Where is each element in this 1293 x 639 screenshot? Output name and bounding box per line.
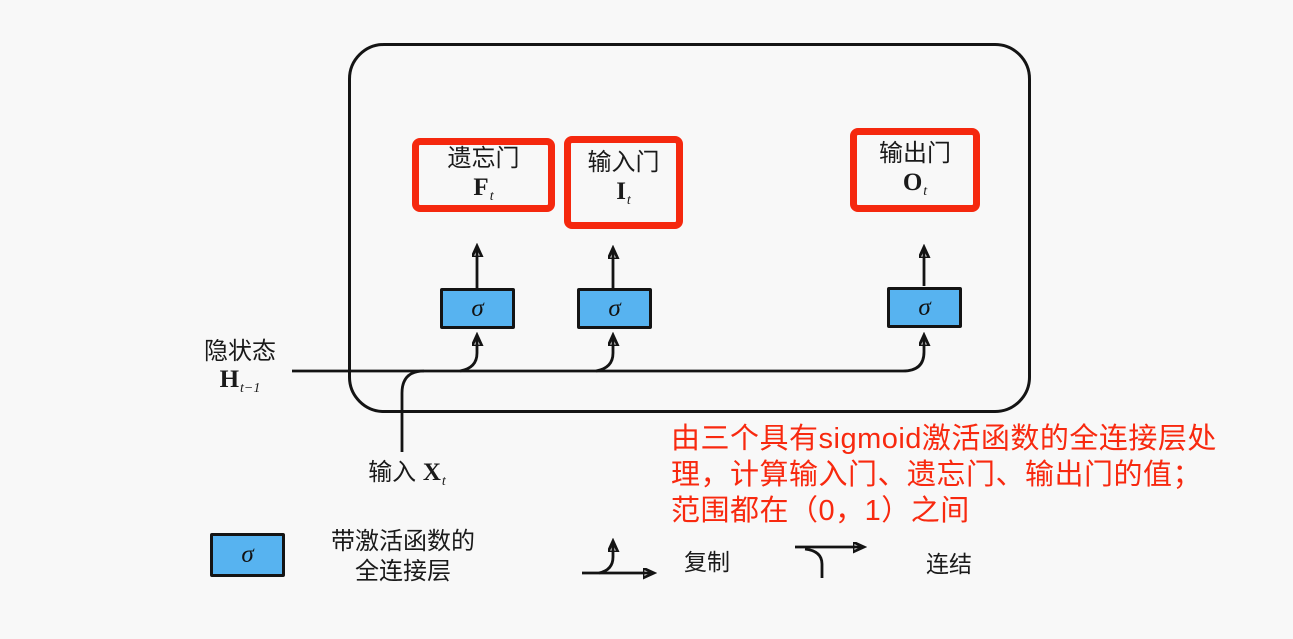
annotation-text: 由三个具有sigmoid激活函数的全连接层处 理，计算输入门、遗忘门、输出门的值…: [671, 421, 1293, 529]
input-text: 输入: [368, 459, 417, 486]
hidden-state-wire: [292, 338, 924, 373]
lstm-cell-boundary: [348, 43, 1031, 413]
input-gate-symbol: It: [616, 178, 631, 208]
concat-glyph-tail: [804, 547, 824, 578]
forget-gate-symbol: Ft: [473, 174, 494, 204]
output-gate-box: 输出门 Ot: [850, 128, 980, 212]
input-label: 输入 Xt: [352, 452, 462, 491]
copy-glyph-branch: [598, 544, 613, 575]
output-gate-symbol: Ot: [902, 169, 928, 199]
sigma-box-2: σ: [577, 288, 652, 329]
sigma-box-3: σ: [887, 287, 962, 328]
legend-copy-label: 复制: [684, 549, 730, 575]
legend-concat-label: 连结: [926, 551, 972, 577]
branch-to-sigma2: [595, 338, 613, 373]
hidden-state-label: 隐状态 Ht−1: [188, 337, 292, 398]
hidden-state-text: 隐状态: [204, 338, 276, 365]
branch-to-sigma1: [459, 338, 477, 373]
annotation-line-1: 由三个具有sigmoid激活函数的全连接层处: [671, 423, 1217, 455]
input-gate-box: 输入门 It: [564, 136, 683, 229]
hidden-state-symbol: Ht−1: [219, 366, 261, 396]
forget-gate-box: 遗忘门 Ft: [412, 138, 555, 212]
annotation-line-2: 理，计算输入门、遗忘门、输出门的值；: [671, 459, 1203, 491]
input-gate-label: 输入门: [587, 149, 660, 176]
forget-gate-label: 遗忘门: [447, 145, 520, 172]
legend-fc-layer-label: 带激活函数的 全连接层: [331, 528, 475, 585]
output-gate-label: 输出门: [879, 140, 951, 167]
input-symbol: Xt: [422, 459, 446, 489]
sigma-box-1: σ: [440, 288, 515, 329]
input-wire: [400, 369, 425, 452]
annotation-line-3: 范围都在（0，1）之间: [671, 495, 970, 527]
legend-sigma-box: σ: [210, 533, 285, 577]
